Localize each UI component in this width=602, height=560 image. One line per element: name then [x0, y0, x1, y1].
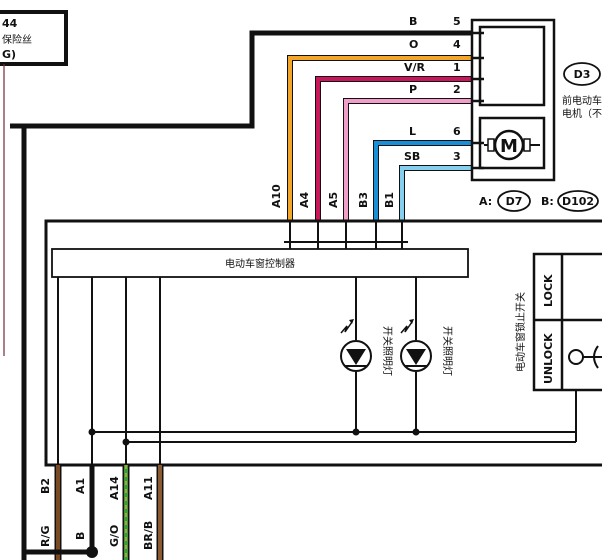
d3-desc-2: 电机（不	[562, 107, 602, 120]
wire-code-v-r: V/R	[404, 61, 426, 74]
wire-code-l: L	[409, 125, 416, 138]
pin-a11: A11	[142, 476, 155, 500]
wire-code-sb: SB	[404, 150, 420, 163]
pin-1: 1	[453, 61, 461, 74]
pin-b3: B3	[357, 192, 370, 208]
wire-sb	[399, 165, 484, 222]
motor-symbol: M	[500, 136, 518, 157]
d3-badge: D3	[574, 68, 591, 81]
wire-o	[287, 55, 484, 222]
top-pin-stubs	[284, 222, 408, 249]
pin-a4: A4	[298, 191, 311, 208]
wire-r-g	[10, 123, 27, 560]
wire-code-o: O	[409, 38, 418, 51]
internal-lines	[57, 277, 577, 465]
wire-code-r-g: R/G	[39, 525, 52, 547]
unlock-label: UNLOCK	[542, 333, 555, 384]
pin-a14: A14	[108, 476, 121, 500]
lamp-2-icon	[400, 319, 432, 372]
wire-code-br-b: BR/B	[142, 521, 155, 550]
lock-label: LOCK	[542, 274, 555, 307]
connector-b-badge: D102	[562, 195, 594, 208]
wire-b-top	[24, 30, 484, 129]
connector-b-prefix: B:	[541, 195, 554, 208]
pin-a10: A10	[270, 184, 283, 208]
lamp-1-icon	[340, 319, 372, 372]
pin-a5: A5	[327, 192, 340, 208]
pin-6: 6	[453, 125, 461, 138]
ground-junction-dot	[86, 546, 98, 558]
lamp-2-label: 开关照明灯	[441, 326, 454, 376]
d3-badge-outline	[563, 62, 601, 86]
pin-a1: A1	[74, 478, 87, 494]
pin-3: 3	[453, 150, 461, 163]
connector-a-outline	[497, 190, 531, 212]
lock-switch-title: 电动车窗锁止开关	[514, 292, 527, 372]
wire-code-b: B	[409, 15, 417, 28]
wire-code-g-o: G/O	[108, 525, 121, 547]
wire-v-r	[315, 76, 484, 222]
wire-code-p: P	[409, 83, 417, 96]
wire-code-b-bottom: B	[74, 532, 87, 540]
fuse-name: 保险丝	[2, 33, 32, 46]
connector-b-outline	[557, 190, 599, 212]
connector-a-prefix: A:	[479, 195, 492, 208]
d3-desc-1: 前电动车	[562, 94, 602, 107]
lock-switch	[532, 252, 602, 392]
pin-5: 5	[453, 15, 461, 28]
pin-b2: B2	[39, 478, 52, 494]
wire-l	[373, 140, 484, 222]
motor-icon	[493, 129, 525, 161]
fuse-suffix: G)	[2, 48, 16, 61]
fuse-number: 44	[2, 17, 18, 30]
lamp-1-label: 开关照明灯	[381, 326, 394, 376]
pin-4: 4	[453, 38, 461, 51]
junction-dots	[88, 428, 420, 446]
switch-contact-icon	[568, 349, 584, 365]
wire-p	[343, 98, 484, 222]
connector-a-badge: D7	[506, 195, 523, 208]
pin-2: 2	[453, 83, 461, 96]
controller-frame: 电动车窗控制器	[44, 219, 602, 467]
controller-label: 电动车窗控制器	[225, 257, 295, 270]
pin-b1: B1	[383, 192, 396, 208]
motor-connector: M	[470, 18, 556, 182]
fuse-box: 44 保险丝 G)	[0, 10, 68, 66]
